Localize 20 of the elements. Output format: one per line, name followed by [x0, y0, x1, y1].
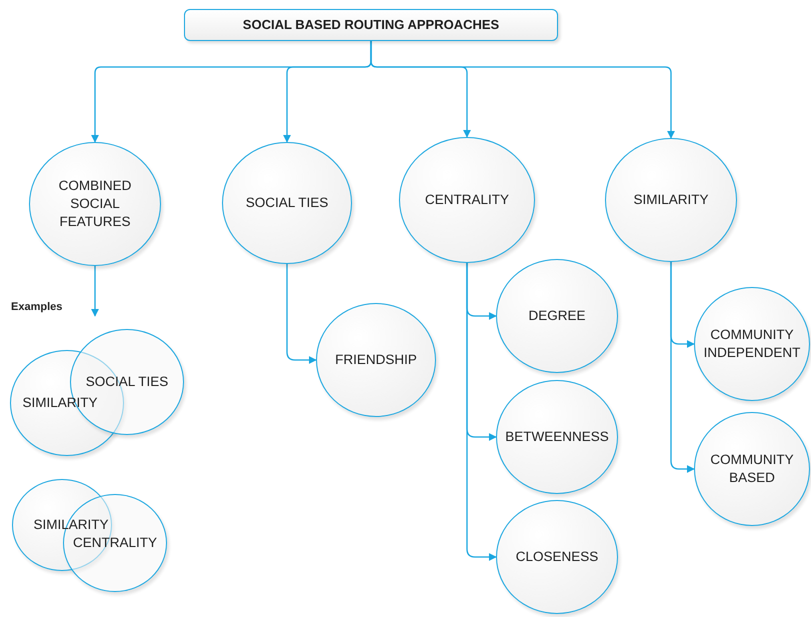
node-label: SIMILARITY — [632, 190, 710, 209]
arrow — [91, 266, 99, 317]
node-label: SOCIAL TIES — [84, 372, 170, 391]
node-label: SOCIAL BASED ROUTING APPROACHES — [242, 16, 500, 34]
node-label: FRIENDSHIP — [334, 350, 418, 369]
node-label: BETWEENNESS — [504, 428, 610, 446]
node-label: COMMUNITY INDEPENDENT — [702, 326, 802, 362]
arrow — [286, 264, 317, 364]
node-label: COMMUNITY BASED — [709, 450, 795, 487]
node-label: DEGREE — [527, 306, 586, 325]
section-label: Examples — [11, 301, 62, 313]
node-label: CENTRALITY — [72, 534, 158, 552]
title-box — [184, 9, 558, 41]
arrow — [670, 262, 695, 473]
node-label: CLOSENESS — [514, 548, 600, 566]
node-label: CENTRALITY — [424, 190, 510, 209]
node-label: SOCIAL TIES — [244, 194, 330, 212]
arrow — [466, 263, 497, 561]
arrow — [370, 41, 675, 139]
node-label: COMBINED SOCIAL FEATURES — [58, 176, 132, 232]
